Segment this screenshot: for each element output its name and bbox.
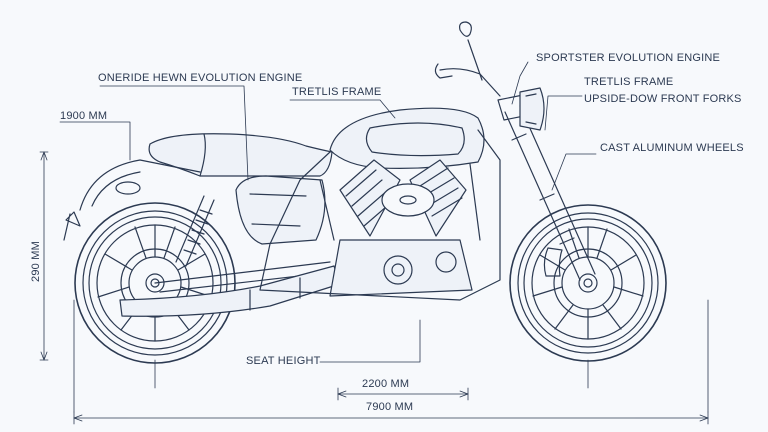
label-sportster-engine: SPORTSTER EVOLUTION ENGINE [536,52,721,64]
label-engine-left: ONERIDE HEWN EVOLUTION ENGINE [98,72,303,84]
front-brake-caliper [543,247,563,277]
rear-fender [63,159,201,241]
handlebar [434,21,501,97]
dimension-lines [39,151,709,425]
dimension-290: 290 MM [30,241,42,282]
label-cast-wheels: CAST ALUMINUM WHEELS [600,142,744,154]
dimension-2200: 2200 MM [362,378,410,390]
air-cleaner [381,183,435,217]
front-wheel [509,204,667,362]
leader-lines [59,61,597,363]
front-forks [497,93,596,281]
exhaust [119,265,341,317]
frame [259,129,501,301]
dimension-7900: 7900 MM [366,401,414,413]
label-trellis-frame-center: TRETLIS FRAME [292,86,382,98]
fuel-tank [329,107,485,169]
engine [329,159,473,297]
rear-wheel-spokes [97,224,213,342]
dimension-1900: 1900 MM [60,110,108,122]
label-trellis-frame-right: TRETLIS FRAME [584,76,674,88]
label-seat-height: SEAT HEIGHT [246,355,321,367]
seat [148,133,333,177]
side-cover [235,175,326,245]
label-front-forks: UPSIDE-DOW FRONT FORKS [584,93,742,105]
rear-shock [175,195,215,267]
front-wheel-spokes [532,226,644,340]
headlight [519,87,545,131]
